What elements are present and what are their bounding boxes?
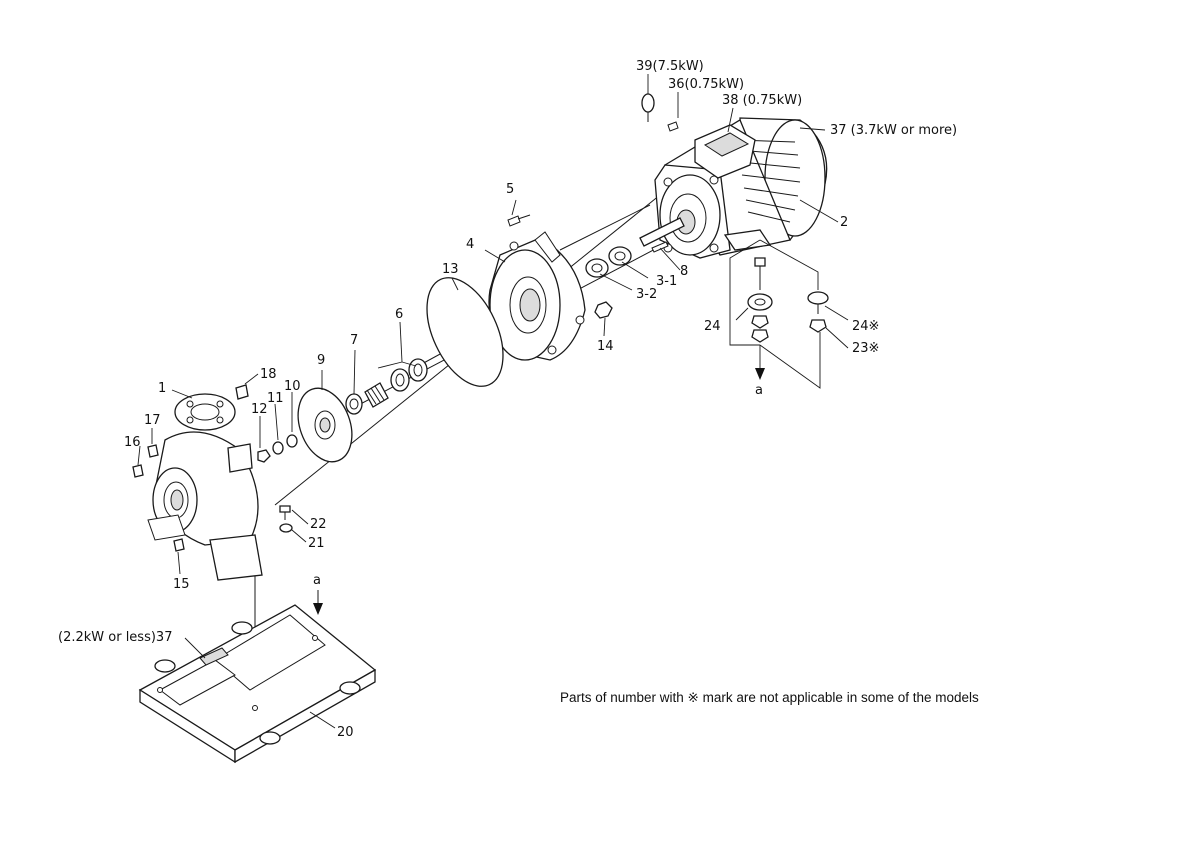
o-ring xyxy=(426,277,504,387)
leader-lines xyxy=(137,74,849,729)
label-38: 38 (0.75kW) xyxy=(722,93,802,108)
label-36: 36(0.75kW) xyxy=(668,77,744,92)
label-a-left: a xyxy=(313,573,321,588)
label-3-1: 3-1 xyxy=(656,274,677,289)
label-7: 7 xyxy=(350,333,358,348)
label-2: 2 xyxy=(840,215,848,230)
label-15: 15 xyxy=(173,577,190,592)
label-4: 4 xyxy=(466,237,474,252)
label-3-2: 3-2 xyxy=(636,287,657,302)
label-12: 12 xyxy=(251,402,268,417)
applicability-note: Parts of number with ※ mark are not appl… xyxy=(560,690,979,705)
label-9: 9 xyxy=(317,353,325,368)
arrow-a-left xyxy=(313,590,323,615)
bracket-cover xyxy=(488,214,613,361)
impeller xyxy=(297,387,353,463)
label-8: 8 xyxy=(680,264,688,279)
label-21: 21 xyxy=(308,536,325,551)
label-13: 13 xyxy=(442,262,459,277)
pump-casing xyxy=(132,384,293,581)
label-37-right: 37 (3.7kW or more) xyxy=(830,123,957,138)
label-16: 16 xyxy=(124,435,141,450)
impeller-fasteners xyxy=(257,434,298,463)
label-22: 22 xyxy=(310,517,327,532)
motor-fasteners xyxy=(747,257,829,343)
mechanical-seal xyxy=(345,358,428,415)
shaft-washers xyxy=(585,241,669,278)
label-17: 17 xyxy=(144,413,161,428)
label-39: 39(7.5kW) xyxy=(636,59,704,74)
label-6: 6 xyxy=(395,307,403,322)
label-24-right: 24※ xyxy=(852,319,879,334)
label-20: 20 xyxy=(337,725,354,740)
label-10: 10 xyxy=(284,379,301,394)
label-37-left: (2.2kW or less)37 xyxy=(58,630,172,645)
label-5: 5 xyxy=(506,182,514,197)
label-18: 18 xyxy=(260,367,277,382)
label-1: 1 xyxy=(158,381,166,396)
base-plate xyxy=(138,604,377,764)
label-14: 14 xyxy=(597,339,614,354)
label-23: 23※ xyxy=(852,341,879,356)
label-24-left: 24 xyxy=(704,319,721,334)
motor xyxy=(639,93,828,259)
arrow-a-right xyxy=(755,368,765,380)
label-a-right: a xyxy=(755,383,763,398)
part-labels: 39(7.5kW) 36(0.75kW) 38 (0.75kW) 37 (3.7… xyxy=(58,59,979,740)
label-11: 11 xyxy=(267,391,284,406)
